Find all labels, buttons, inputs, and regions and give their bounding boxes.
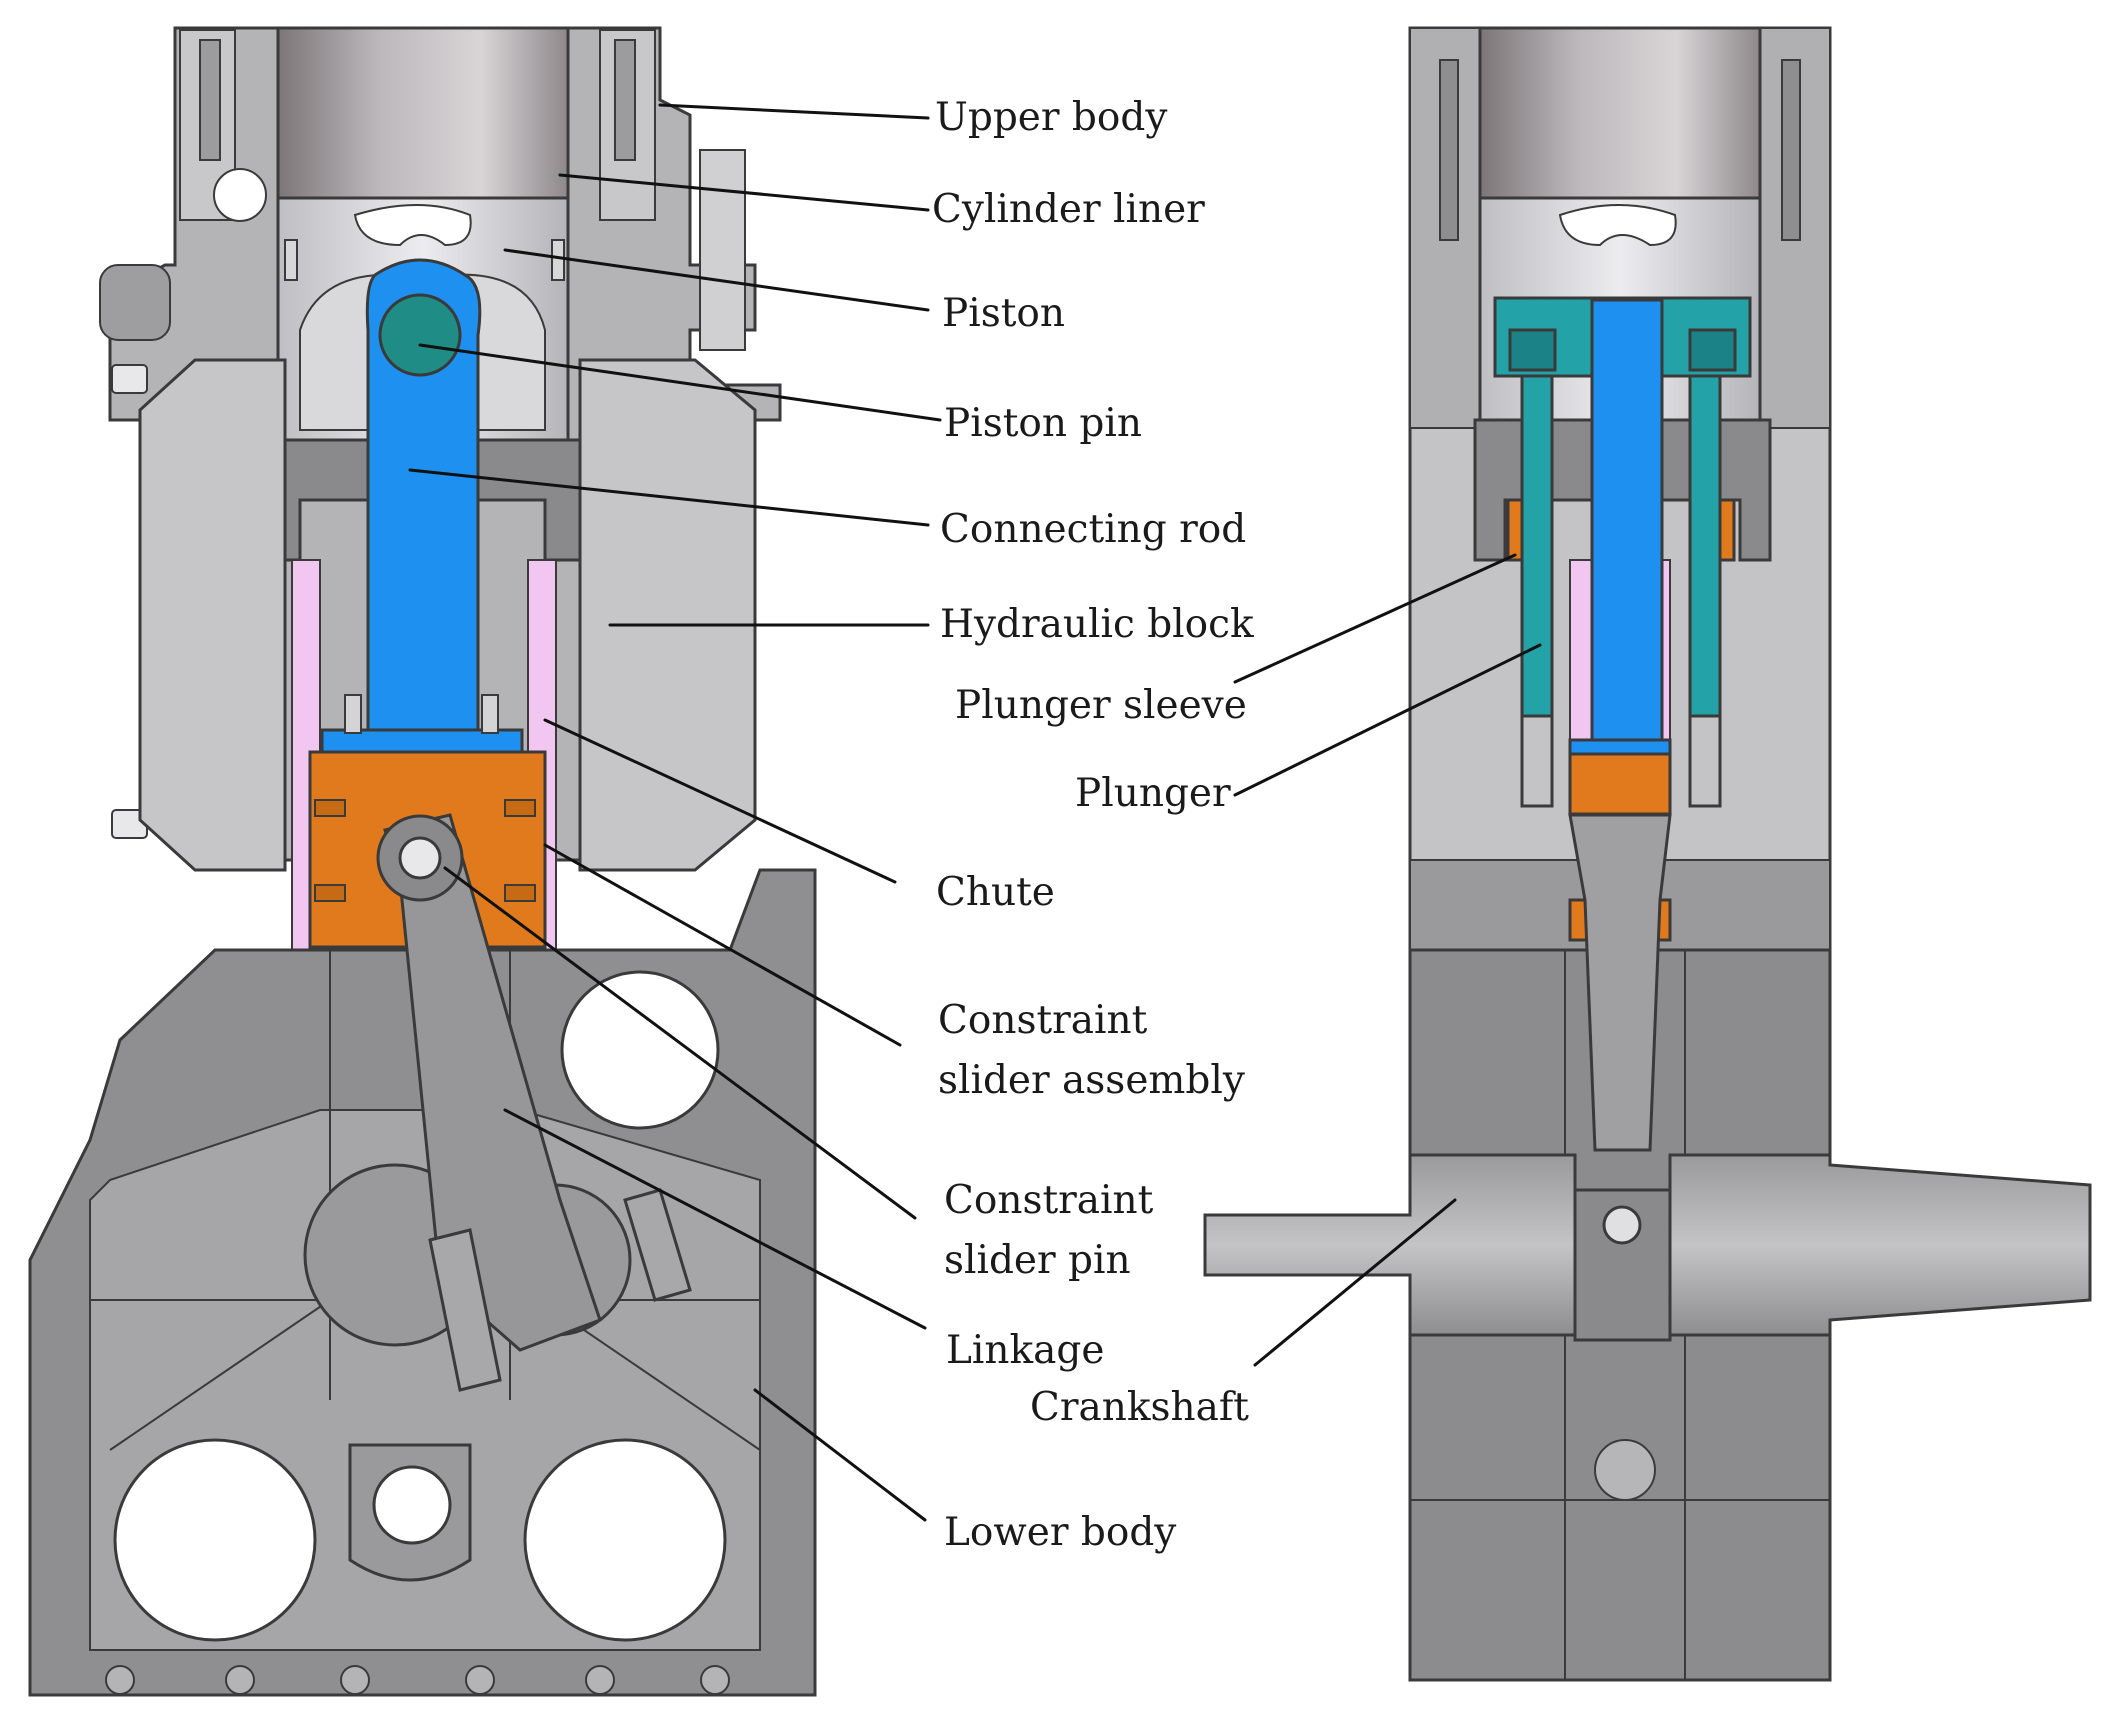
label-connecting-rod: Connecting rod: [940, 507, 1246, 552]
label-constraint-slider-assembly-line2: slider assembly: [938, 1058, 1245, 1103]
leader-constraint-slider-pin: [443, 866, 917, 1220]
leader-piston: [503, 248, 930, 312]
leader-connecting-rod: [408, 468, 930, 527]
leader-chute: [543, 718, 897, 884]
leader-plunger-sleeve: [1233, 553, 1517, 684]
leader-lines: [408, 103, 1542, 1522]
linkage-part: [383, 813, 692, 1392]
crankshaft-part: [1203, 1153, 2092, 1342]
label-piston-pin: Piston pin: [944, 401, 1142, 446]
connecting-rod-part: [320, 258, 524, 754]
cylinder-liner-part: [276, 26, 570, 200]
label-constraint-slider-pin-line1: Constraint: [944, 1178, 1154, 1223]
leader-lower-body: [753, 1388, 927, 1522]
label-cylinder-liner: Cylinder liner: [932, 187, 1205, 232]
leader-piston-pin: [418, 343, 942, 422]
label-upper-body: Upper body: [935, 95, 1167, 140]
leader-constraint-slider-assembly: [543, 843, 902, 1047]
label-piston: Piston: [942, 291, 1065, 336]
piston-pin-part: [378, 293, 462, 377]
label-plunger-sleeve: Plunger sleeve: [955, 683, 1247, 728]
leader-cylinder-liner: [558, 173, 930, 212]
constraint-slider-pin-part: [376, 814, 464, 902]
label-constraint-slider-assembly-line1: Constraint: [938, 998, 1148, 1043]
leader-plunger: [1233, 643, 1542, 797]
label-chute: Chute: [936, 870, 1055, 915]
label-lower-body: Lower body: [944, 1510, 1176, 1555]
label-constraint-slider-pin-line2: slider pin: [944, 1238, 1131, 1283]
leader-upper-body: [658, 103, 930, 120]
plunger-sleeve-part: [1506, 498, 1736, 562]
part-labels: Upper body Cylinder liner Piston Piston …: [932, 95, 1254, 1555]
label-hydraulic-block: Hydraulic block: [940, 602, 1254, 647]
leader-crankshaft: [1253, 1198, 1457, 1367]
hydraulic-block-part: [138, 358, 757, 872]
label-crankshaft: Crankshaft: [1030, 1385, 1249, 1430]
leader-linkage: [503, 1108, 927, 1330]
label-linkage: Linkage: [946, 1328, 1104, 1373]
left-section-view: [28, 26, 817, 1697]
label-plunger: Plunger: [1075, 771, 1231, 816]
right-section-view: [1203, 26, 2092, 1682]
